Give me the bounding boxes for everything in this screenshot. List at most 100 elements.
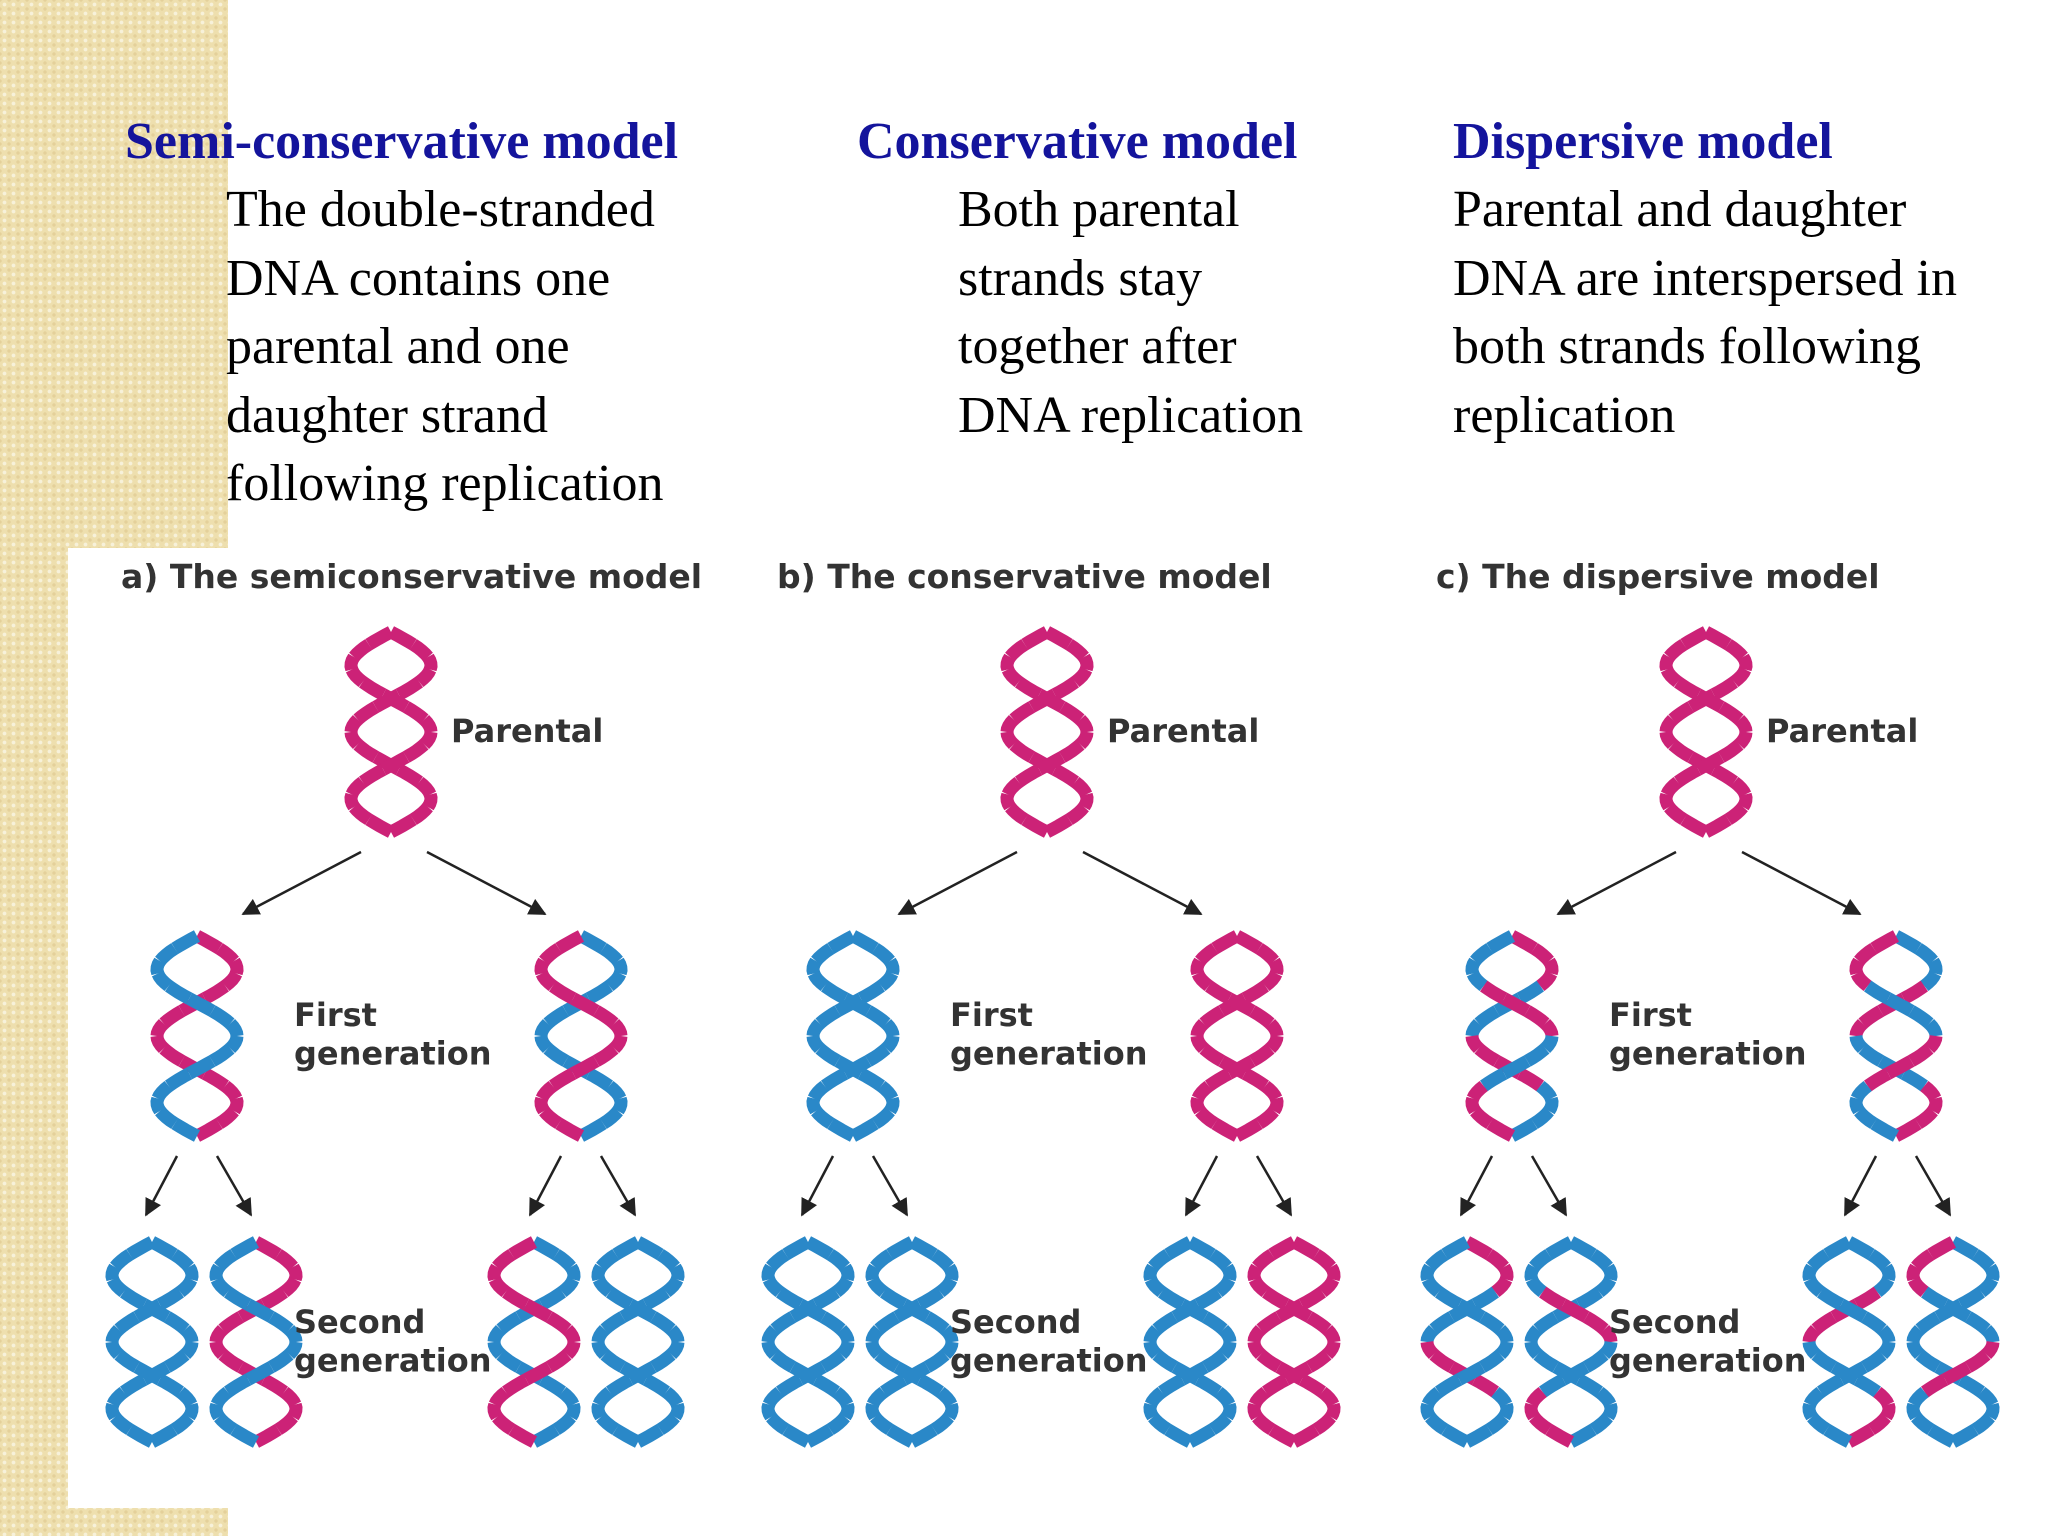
- dna-strand-segment: [1977, 1386, 1999, 1408]
- dna-strand-segment: [1850, 970, 1872, 992]
- dna-strand-segment: [1911, 1249, 1935, 1272]
- dna-strand-segment: [1659, 653, 1675, 672]
- dna-strand-segment: [761, 1402, 777, 1421]
- dna-strand-segment: [558, 1276, 580, 1298]
- dna-strand-segment: [815, 1043, 841, 1067]
- dna-strand-segment: [871, 1106, 895, 1129]
- dna-strand-segment: [1255, 943, 1279, 966]
- dna-strand-segment: [656, 1249, 680, 1272]
- dna-strand-segment: [1491, 1386, 1513, 1408]
- replication-arrow: [1184, 1155, 1219, 1217]
- dna-strand-segment: [1186, 1423, 1216, 1448]
- dna-strand-segment: [176, 1276, 198, 1298]
- dna-strand-segment: [1021, 813, 1051, 838]
- dna-strand-segment: [105, 1325, 124, 1343]
- dna-strand-segment: [488, 1276, 510, 1298]
- dna-strand-segment: [1802, 1402, 1818, 1421]
- dna-strand-segment: [1539, 1286, 1567, 1311]
- description-line: parental and one: [226, 318, 570, 375]
- dna-strand-segment: [1283, 1298, 1313, 1323]
- dna-strand-segment: [1873, 1276, 1895, 1298]
- heading-dispersive: Dispersive model: [1453, 113, 1833, 170]
- dna-strand-segment: [1202, 1311, 1228, 1335]
- label-line: Second: [950, 1303, 1081, 1341]
- dna-strand-segment: [150, 1096, 166, 1115]
- dna-strand-segment: [1853, 1373, 1881, 1398]
- replication-arrow: [1530, 1155, 1568, 1217]
- dna-strand-segment: [170, 1412, 194, 1435]
- dna-strand-segment: [1906, 1402, 1922, 1421]
- dna-strand-segment: [839, 1263, 855, 1282]
- dna-strand-segment: [1927, 1423, 1957, 1448]
- dna-strand-segment: [1480, 1067, 1508, 1092]
- dna-strand-segment: [1599, 1341, 1618, 1359]
- dna-strand-segment: [110, 1412, 134, 1435]
- dna-strand-segment: [770, 1349, 796, 1373]
- dna-strand-segment: [821, 980, 849, 1005]
- dna-strand-segment: [1924, 1035, 1943, 1053]
- dna-strand-segment: [570, 1055, 600, 1080]
- replication-arrow: [897, 850, 1018, 916]
- dna-strand-segment: [1529, 1412, 1553, 1435]
- dna-strand-segment: [1262, 1373, 1290, 1398]
- dna-strand-segment: [642, 1286, 670, 1311]
- dna-strand-segment: [1441, 1423, 1471, 1448]
- dna-strand-segment: [209, 1341, 228, 1359]
- dna-strand-segment: [1325, 1402, 1341, 1421]
- replication-arrow: [1082, 850, 1203, 916]
- dna-strand-segment: [1501, 1055, 1531, 1080]
- dna-strand-segment: [1907, 1276, 1929, 1298]
- dna-strand-segment: [1247, 1325, 1266, 1343]
- dna-strand-segment: [916, 1373, 944, 1398]
- dna-strand-segment: [1480, 980, 1508, 1005]
- dna-strand-segment: [1823, 1236, 1853, 1261]
- dna-strand-segment: [849, 930, 879, 955]
- heading-conservative: Conservative model: [857, 113, 1298, 170]
- dna-strand-segment: [1907, 1386, 1929, 1408]
- panel-title: c) The dispersive model: [1436, 557, 1880, 596]
- dna-strand-segment: [669, 1402, 685, 1421]
- dna-strand-segment: [627, 1361, 657, 1386]
- dna-strand-segment: [171, 930, 201, 955]
- dna-strand-segment: [245, 1298, 275, 1323]
- dna-strand-segment: [1911, 1412, 1935, 1435]
- dna-strand-segment: [225, 1035, 244, 1053]
- dna-strand-segment: [592, 1386, 614, 1408]
- dna-strand-segment: [552, 1249, 576, 1272]
- dna-strand-segment: [164, 1349, 190, 1373]
- dna-strand-segment: [415, 666, 437, 688]
- dna-strand-segment: [176, 1386, 198, 1408]
- dna-strand-segment: [650, 1311, 676, 1335]
- dna-strand-segment: [280, 1386, 302, 1408]
- dna-strand-segment: [656, 1412, 680, 1435]
- dna-strand-segment: [1485, 1249, 1509, 1272]
- dna-strand-segment: [1268, 957, 1284, 976]
- panel-title: a) The semiconservative model: [121, 557, 702, 596]
- dna-strand-segment: [820, 1311, 846, 1335]
- dna-strand-segment: [1877, 1341, 1896, 1359]
- label-line: Second: [294, 1303, 425, 1341]
- dna-strand-segment: [114, 1349, 140, 1373]
- dna-strand-segment: [260, 1286, 288, 1311]
- dna-strand-segment: [1567, 1236, 1597, 1261]
- dna-strand-segment: [1524, 1341, 1543, 1359]
- dna-strand-segment: [106, 1386, 128, 1408]
- replication-arrow: [528, 1155, 563, 1217]
- label-line: Parental: [1107, 712, 1259, 750]
- dna-strand-segment: [634, 1236, 664, 1261]
- dna-strand-segment: [1474, 1043, 1500, 1067]
- dna-strand-segment: [836, 1341, 855, 1359]
- label-line: generation: [1609, 1341, 1807, 1379]
- dna-strand-segment: [1575, 1373, 1603, 1398]
- replication-arrow: [1741, 850, 1862, 916]
- dna-strand-segment: [1298, 1286, 1326, 1311]
- dna-strand-segment: [1043, 813, 1073, 838]
- dna-strand-segment: [159, 1005, 185, 1029]
- description-line: Both parental: [958, 181, 1240, 238]
- dna-strand-segment: [1143, 1325, 1162, 1343]
- dna-strand-segment: [1802, 1263, 1818, 1282]
- dna-strand-segment: [1495, 1341, 1514, 1359]
- dna-strand-segment: [214, 1249, 238, 1272]
- dna-strand-segment: [1560, 1361, 1590, 1386]
- dna-strand-segment: [1737, 792, 1753, 811]
